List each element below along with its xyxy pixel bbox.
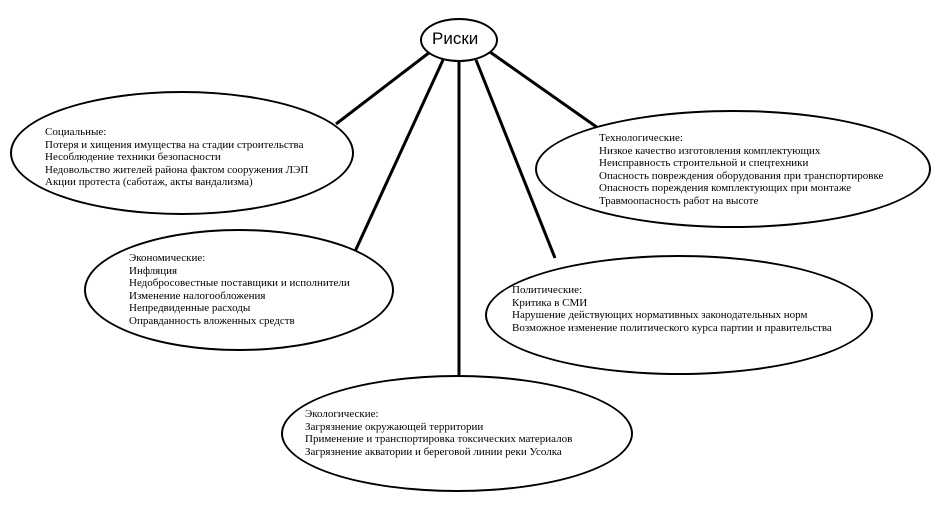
social-item: Недовольство жителей района фактом соору… bbox=[45, 163, 309, 176]
technological-item: Опасность пореждения комплектующих при м… bbox=[599, 182, 852, 195]
economic-item: Инфляция bbox=[129, 264, 178, 277]
social-text: Социальные: Потеря и хищения имущества н… bbox=[45, 126, 308, 189]
social-node bbox=[10, 91, 354, 215]
ecological-node bbox=[281, 375, 633, 492]
ecological-item: Применение и транспортировка токсических… bbox=[305, 433, 573, 446]
political-node bbox=[485, 255, 873, 375]
technological-item: Низкое качество изготовления комплектующ… bbox=[599, 144, 821, 157]
root-node bbox=[420, 18, 498, 62]
technological-item: Травмоопасность работ на высоте bbox=[599, 194, 759, 207]
ecological-text: Экологические: Загрязнение окружающей те… bbox=[305, 408, 572, 458]
social-item: Несоблюдение техники безопасности bbox=[45, 151, 221, 164]
political-item: Возможное изменение политического курса … bbox=[512, 321, 832, 334]
social-item: Акции протеста (саботаж, акты вандализма… bbox=[45, 176, 253, 189]
economic-item: Изменение налогообложения bbox=[129, 289, 266, 302]
economic-item: Оправданность вложенных средств bbox=[129, 314, 295, 327]
economic-node bbox=[84, 229, 394, 351]
root-label: Риски bbox=[432, 29, 479, 48]
political-text: Политические: Критика в СМИ Нарушение де… bbox=[512, 284, 832, 334]
connector-social bbox=[335, 50, 431, 126]
social-item: Потеря и хищения имущества на стадии стр… bbox=[45, 138, 304, 151]
political-item: Нарушение действующих нормативных законо… bbox=[512, 309, 808, 322]
ecological-item: Загрязнение окружающей территории bbox=[305, 420, 484, 433]
connector-technological bbox=[489, 50, 599, 130]
connector-economic bbox=[350, 59, 445, 259]
economic-item: Непредвиденные расходы bbox=[129, 302, 251, 315]
social-title: Социальные: bbox=[45, 126, 107, 138]
technological-item: Опасность повреждения оборудования при т… bbox=[599, 169, 884, 182]
technological-node bbox=[535, 110, 931, 228]
technological-item: Неисправность строительной и спецтехники bbox=[599, 157, 809, 170]
technological-title: Технологические: bbox=[599, 132, 683, 144]
ecological-title: Экологические: bbox=[305, 408, 379, 420]
economic-title: Экономические: bbox=[129, 252, 206, 264]
political-item: Критика в СМИ bbox=[512, 296, 588, 309]
ecological-item: Загрязнение акватории и береговой линии … bbox=[305, 445, 562, 458]
economic-text: Экономические: Инфляция Недобросовестные… bbox=[129, 252, 350, 328]
technological-text: Технологические: Низкое качество изготов… bbox=[599, 132, 883, 208]
connector-political bbox=[474, 59, 557, 259]
economic-item: Недобросовестные поставщики и исполнител… bbox=[129, 277, 350, 290]
political-title: Политические: bbox=[512, 284, 583, 296]
